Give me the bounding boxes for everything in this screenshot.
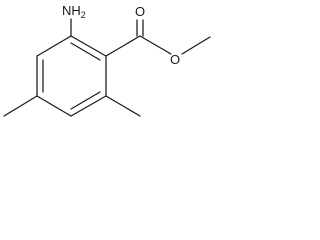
carbonyl-oxygen-label: O [135, 4, 145, 19]
ring-bond-c1-c2 [70, 35, 107, 57]
amine-subscript: 2 [81, 10, 86, 20]
ring-bond-c5-c6 [70, 95, 107, 117]
benzene-ring [36, 35, 107, 117]
ester-oxygen-label: O [170, 52, 180, 67]
amine-hydrogen-symbol: H [71, 3, 80, 18]
chemical-structure-diagram: NH2 O O [3, 3, 211, 117]
bond-ester-oxygen-to-methyl [181, 36, 211, 55]
bond-ring-to-carbonyl [105, 35, 141, 57]
bond-ring-to-methyl-right [105, 95, 141, 117]
bond-carbonyl-to-ester-oxygen [139, 35, 172, 55]
amine-nitrogen-symbol: N [62, 3, 71, 18]
ring-double-bond-c1-c2 [70, 42, 101, 61]
ring-double-bond-c5-c6 [70, 91, 101, 110]
bond-ring-to-methyl-left [3, 95, 38, 117]
ring-bond-c2-c3 [36, 35, 72, 57]
ring-bond-c4-c5 [36, 95, 72, 117]
amine-group-label: NH2 [62, 3, 86, 20]
